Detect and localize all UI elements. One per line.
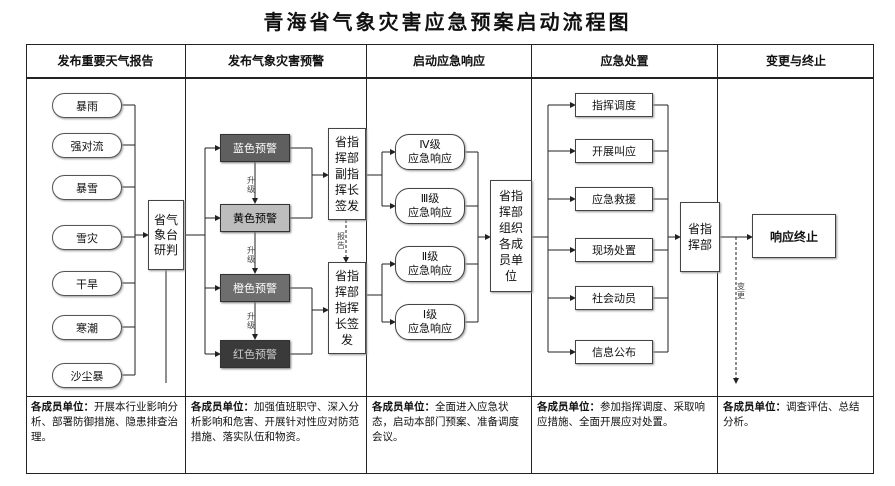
response-level-4: Ⅳ级 应急响应 — [395, 134, 465, 170]
termination-box: 响应终止 — [752, 214, 836, 258]
action-rescue: 应急救援 — [575, 187, 653, 211]
response-level-1: Ⅰ级 应急响应 — [395, 304, 465, 340]
member-units-label: 省指挥部组织各成员单位 — [498, 189, 523, 283]
column-header-warning: 发布气象灾害预警 — [186, 44, 366, 78]
action-info-release: 信息公布 — [575, 340, 653, 364]
footer-lead: 各成员单位： — [537, 401, 600, 413]
deputy-signer-label: 省指挥部副指挥长签发 — [334, 135, 359, 213]
chief-signer-label: 省指挥部指挥长签发 — [334, 269, 359, 347]
footer-column-1: 各成员单位：开展本行业影响分析、部署防御措施、隐患排查治理。 — [27, 396, 185, 474]
footer-column-5: 各成员单位：调查评估、总结分析。 — [719, 396, 873, 474]
footer-text: 全面进入应急状态，启动本部门预案、准备调度会议。 — [372, 401, 519, 443]
chief-signer-box: 省指挥部指挥长签发 — [328, 262, 366, 354]
action-call-response: 开展叫应 — [575, 139, 653, 163]
research-box: 省气象台研判 — [148, 200, 184, 270]
response-level-3: Ⅲ级 应急响应 — [395, 188, 465, 224]
footer-text: 开展本行业影响分析、部署防御措施、隐患排查治理。 — [31, 401, 178, 443]
column-divider — [366, 44, 367, 474]
weather-event-drought: 干旱 — [52, 271, 122, 296]
footer-column-3: 各成员单位：全面进入应急状态，启动本部门预案、准备调度会议。 — [368, 396, 531, 474]
escalate-label: 升级 — [247, 176, 255, 194]
flowchart-frame — [26, 44, 874, 474]
weather-event-severe-convection: 强对流 — [52, 133, 122, 158]
response-label: 应急响应 — [408, 152, 452, 165]
report-label: 报告 — [337, 232, 345, 250]
header-divider — [26, 78, 874, 79]
response-level: Ⅲ级 — [420, 192, 440, 205]
deputy-signer-box: 省指挥部副指挥长签发 — [328, 128, 366, 220]
warning-yellow: 黄色预警 — [220, 204, 290, 232]
page-title: 青海省气象灾害应急预案启动流程图 — [263, 10, 632, 34]
response-label: 应急响应 — [408, 206, 452, 219]
response-label: 应急响应 — [408, 264, 452, 277]
column-header-response: 启动应急响应 — [367, 44, 531, 78]
hq-box: 省指挥部 — [680, 202, 720, 272]
footer-lead: 各成员单位： — [31, 401, 94, 413]
warning-blue: 蓝色预警 — [220, 134, 290, 162]
column-header-termination: 变更与终止 — [718, 44, 874, 78]
footer-column-2: 各成员单位：加强值班职守、深入分析影响和危害、开展针对性应对防范措施、落实队伍和… — [187, 396, 366, 474]
footer-text: 加强值班职守、深入分析影响和危害、开展针对性应对防范措施、落实队伍和物资。 — [191, 401, 359, 443]
change-label: 变更 — [737, 282, 745, 300]
action-command-dispatch: 指挥调度 — [575, 93, 653, 117]
weather-event-blizzard: 暴雪 — [52, 175, 122, 200]
action-mobilization: 社会动员 — [575, 286, 653, 310]
column-divider — [185, 44, 186, 474]
weather-event-snow-disaster: 雪灾 — [52, 225, 122, 250]
weather-event-heavy-rain: 暴雨 — [52, 93, 122, 118]
action-on-site: 现场处置 — [575, 238, 653, 262]
weather-event-cold-wave: 寒潮 — [52, 315, 122, 340]
hq-label: 省指挥部 — [687, 222, 712, 252]
escalate-label: 升级 — [247, 312, 255, 330]
research-box-label: 省气象台研判 — [153, 212, 178, 257]
column-header-weather-report: 发布重要天气报告 — [26, 44, 185, 78]
footer-text: 参加指挥调度、采取响应措施、全面开展应对处置。 — [537, 401, 705, 428]
footer-lead: 各成员单位： — [723, 401, 786, 413]
response-level-2: Ⅱ级 应急响应 — [395, 246, 465, 282]
response-level: Ⅰ级 — [422, 308, 438, 321]
warning-red: 红色预警 — [220, 340, 290, 368]
response-label: 应急响应 — [408, 322, 452, 335]
footer-text: 调查评估、总结分析。 — [723, 401, 860, 428]
footer-divider — [26, 396, 874, 397]
footer-lead: 各成员单位： — [191, 401, 254, 413]
column-header-handling: 应急处置 — [532, 44, 717, 78]
footer-column-4: 各成员单位：参加指挥调度、采取响应措施、全面开展应对处置。 — [533, 396, 717, 474]
footer-lead: 各成员单位： — [372, 401, 435, 413]
response-level: Ⅱ级 — [421, 250, 439, 263]
member-units-box: 省指挥部组织各成员单位 — [490, 180, 532, 292]
warning-orange: 橙色预警 — [220, 274, 290, 302]
weather-event-sandstorm: 沙尘暴 — [52, 363, 122, 388]
response-level: Ⅳ级 — [419, 138, 441, 151]
escalate-label: 升级 — [247, 246, 255, 264]
